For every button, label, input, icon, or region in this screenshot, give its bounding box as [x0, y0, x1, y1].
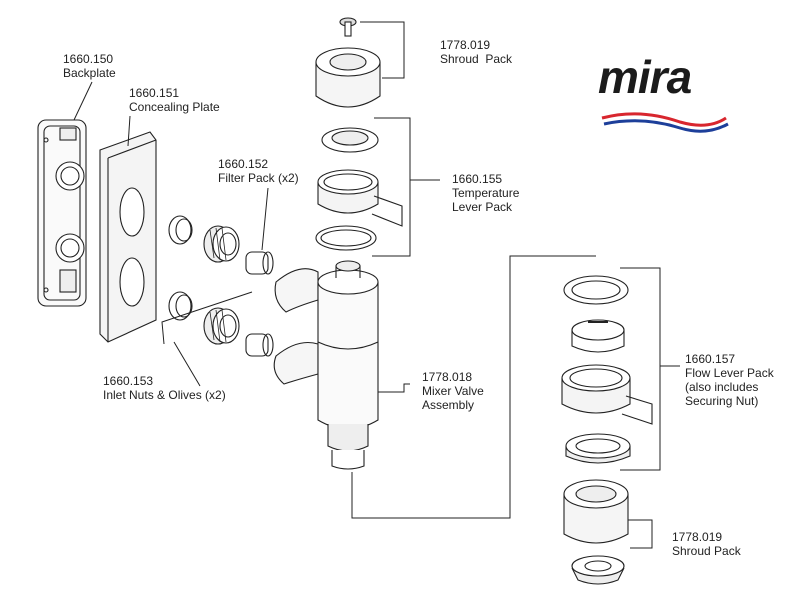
part-code: 1660.150 — [63, 52, 114, 66]
leader-lines — [73, 21, 680, 549]
part-name: Shroud Pack — [440, 52, 513, 66]
part-name: Flow Lever Pack — [685, 366, 774, 380]
part-code: 1660.157 — [685, 352, 736, 366]
part-name: Concealing Plate — [129, 100, 220, 114]
part-name: Backplate — [63, 66, 116, 80]
label-top-shroud-pack: 1778.019 Shroud Pack — [440, 38, 512, 66]
filter-lower — [245, 333, 274, 357]
inlet-olive-lower — [168, 291, 193, 321]
bottom-shroud — [563, 479, 629, 544]
inlet-nut-lower — [203, 307, 240, 345]
temperature-ring-top — [321, 127, 379, 153]
part-code: 1778.018 — [422, 370, 473, 384]
part-code: 1778.019 — [440, 38, 491, 52]
part-name: Mixer Valve — [422, 384, 484, 398]
label-concealing-plate: 1660.151 Concealing Plate — [129, 86, 220, 114]
temperature-lever — [317, 169, 403, 227]
flow-securing-nut — [565, 433, 631, 464]
top-shroud — [315, 47, 381, 108]
label-backplate: 1660.150 Backplate — [63, 52, 116, 80]
part-name-line2: Lever Pack — [452, 200, 513, 214]
flow-seal-top — [563, 275, 629, 305]
label-mixer-valve-assembly: 1778.018 Mixer Valve Assembly — [422, 370, 484, 412]
part-code: 1660.155 — [452, 172, 503, 186]
part-name-line3: Securing Nut) — [685, 394, 759, 408]
part-name-line2: (also includes — [685, 380, 759, 394]
mira-logo-waves — [601, 112, 729, 133]
label-flow-lever-pack: 1660.157 Flow Lever Pack (also includes … — [685, 352, 774, 408]
part-code: 1778.019 — [672, 530, 723, 544]
label-bottom-shroud-pack: 1778.019 Shroud Pack — [672, 530, 741, 558]
part-name-line2: Assembly — [422, 398, 475, 412]
bottom-washer — [571, 555, 625, 585]
filter-upper — [245, 251, 274, 275]
top-screw — [339, 17, 357, 37]
label-inlet-nuts-olives: 1660.153 Inlet Nuts & Olives (x2) — [103, 374, 226, 402]
flow-lever — [561, 364, 653, 425]
mira-logo: mira — [598, 51, 692, 103]
label-filter-pack: 1660.152 Filter Pack (x2) — [218, 157, 299, 185]
inlet-olive-upper — [168, 215, 193, 245]
backplate-part — [37, 119, 87, 307]
part-name: Inlet Nuts & Olives (x2) — [103, 388, 226, 402]
part-name: Filter Pack (x2) — [218, 171, 299, 185]
mixer-valve-body — [273, 260, 379, 470]
part-code: 1660.153 — [103, 374, 154, 388]
part-name: Temperature — [452, 186, 520, 200]
concealing-plate-part — [99, 131, 157, 343]
label-temperature-lever-pack: 1660.155 Temperature Lever Pack — [452, 172, 519, 214]
temperature-seal — [315, 225, 377, 251]
part-name: Shroud Pack — [672, 544, 741, 558]
inlet-nut-upper — [203, 225, 240, 263]
part-code: 1660.151 — [129, 86, 180, 100]
part-code: 1660.152 — [218, 157, 269, 171]
flow-clip — [571, 319, 625, 353]
